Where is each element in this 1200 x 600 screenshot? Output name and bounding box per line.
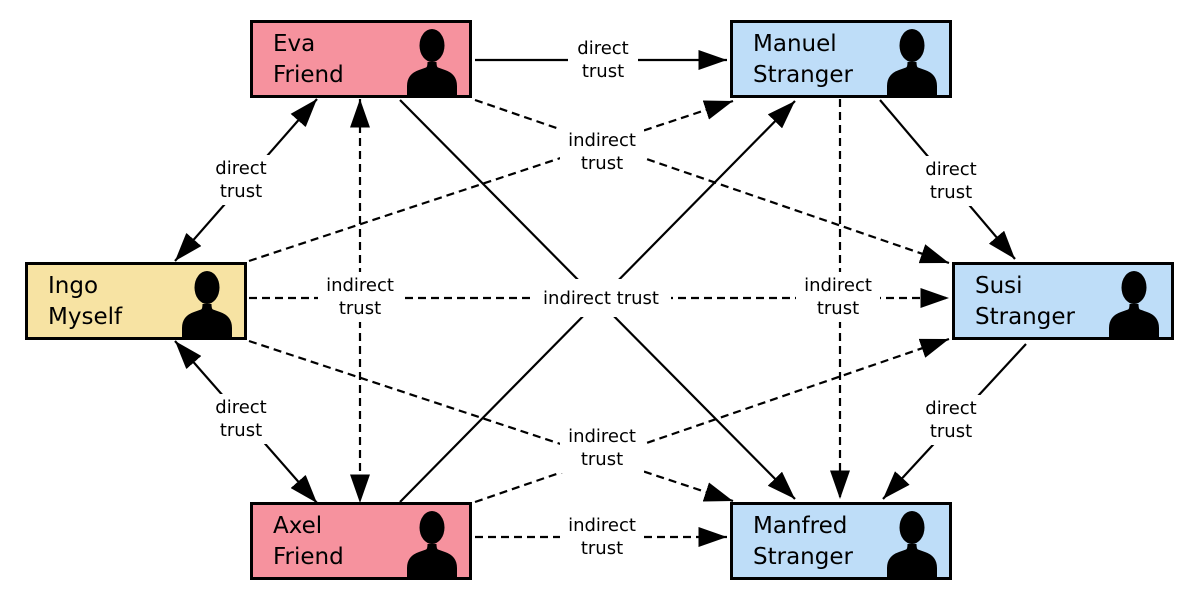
node-ingo-myself: Ingo Myself — [25, 262, 247, 340]
person-name: Axel — [273, 513, 323, 539]
person-role: Stranger — [975, 304, 1075, 330]
person-name: Manfred — [753, 513, 848, 539]
person-name: Manuel — [753, 31, 837, 57]
edge-ingo-manuel-indirect — [248, 99, 734, 263]
edge-label-indirect-trust-eva-axel: indirect trust — [318, 272, 402, 322]
person-name: Ingo — [48, 273, 99, 299]
edge-eva-susi-indirect — [474, 98, 950, 265]
person-icon — [182, 271, 232, 337]
person-icon — [407, 511, 457, 577]
node-manuel-stranger: Manuel Stranger — [730, 20, 952, 98]
edge-label-direct-trust-ingo-axel: direct trust — [206, 394, 276, 444]
person-name: Susi — [975, 273, 1023, 299]
node-axel-friend: Axel Friend — [250, 502, 472, 580]
person-name: Eva — [273, 31, 316, 57]
person-icon — [887, 29, 937, 95]
edge-label-indirect-trust-axel-manfred: indirect trust — [560, 512, 644, 562]
person-role: Stranger — [753, 544, 853, 570]
edge-axel-susi-indirect — [474, 337, 950, 504]
node-label: Manfred Stranger — [753, 511, 853, 573]
edge-label-direct-trust-ingo-eva: direct trust — [206, 155, 276, 205]
node-label: Eva Friend — [273, 29, 344, 91]
node-susi-stranger: Susi Stranger — [952, 262, 1174, 340]
person-role: Stranger — [753, 62, 853, 88]
edge-ingo-manfred-indirect — [248, 339, 734, 503]
person-role: Friend — [273, 62, 344, 88]
node-eva-friend: Eva Friend — [250, 20, 472, 98]
node-label: Manuel Stranger — [753, 29, 853, 91]
edge-label-direct-trust-manuel-susi: direct trust — [916, 156, 986, 206]
node-label: Ingo Myself — [48, 271, 122, 333]
node-label: Axel Friend — [273, 511, 344, 573]
edge-label-direct-trust-susi-manfred: direct trust — [916, 395, 986, 445]
edge-label-direct-trust-eva-manuel: direct trust — [568, 35, 638, 85]
edge-label-indirect-trust-top-center: indirect trust — [560, 127, 644, 177]
person-icon — [407, 29, 457, 95]
person-role: Friend — [273, 544, 344, 570]
node-label: Susi Stranger — [975, 271, 1075, 333]
edge-label-indirect-trust-bottom-center: indirect trust — [560, 423, 644, 473]
person-role: Myself — [48, 304, 123, 330]
person-icon — [1109, 271, 1159, 337]
edge-label-indirect-trust-ingo-susi: indirect trust — [531, 279, 671, 317]
edge-label-indirect-trust-manuel-manfred: indirect trust — [796, 272, 880, 322]
person-icon — [887, 511, 937, 577]
node-manfred-stranger: Manfred Stranger — [730, 502, 952, 580]
